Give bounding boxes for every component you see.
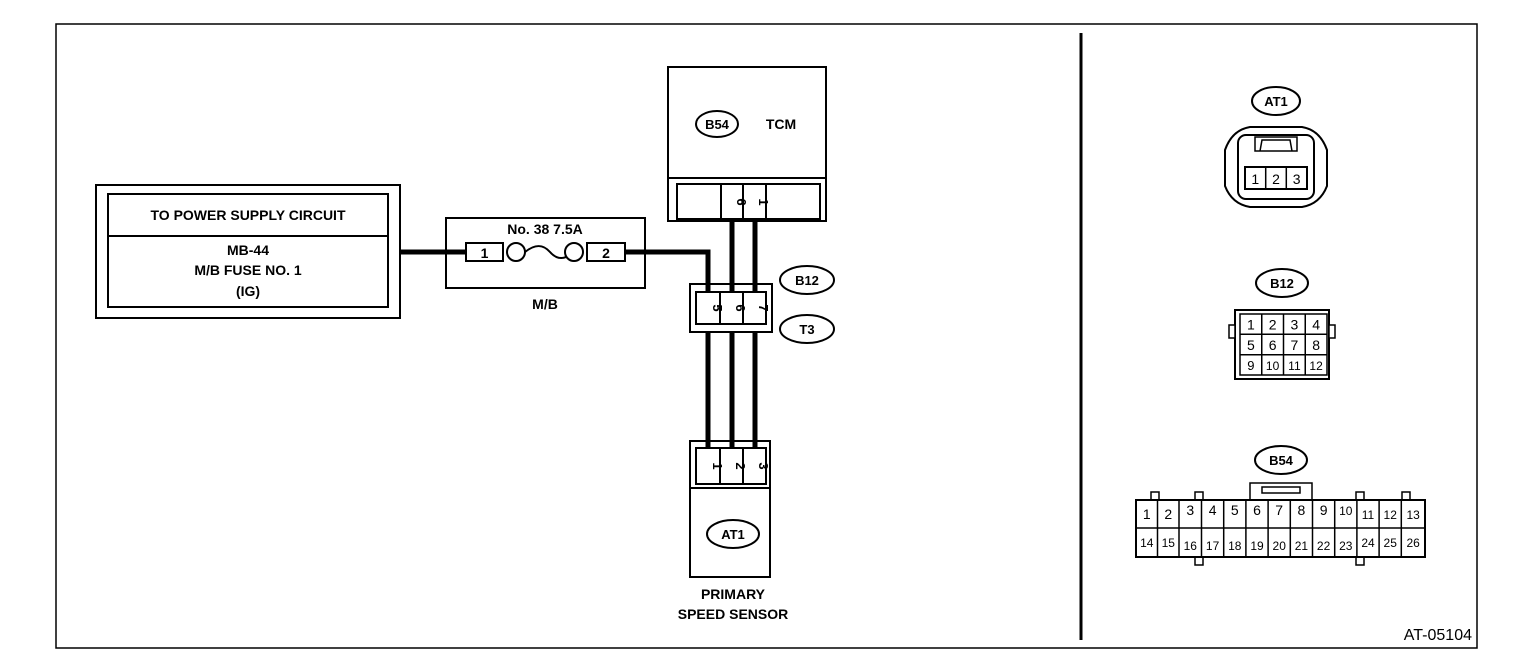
- at1-view-pin-1: 1: [1251, 171, 1259, 187]
- power-supply-box: TO POWER SUPPLY CIRCUIT MB-44 M/B FUSE N…: [95, 184, 401, 319]
- power-supply-title: TO POWER SUPPLY CIRCUIT: [151, 207, 346, 223]
- sensor-label-line2: SPEED SENSOR: [678, 606, 788, 622]
- b12-view-pin-12: 12: [1309, 359, 1323, 373]
- b54-view-pin-10: 10: [1339, 504, 1353, 518]
- b54-view-pin-4: 4: [1209, 502, 1217, 518]
- power-supply-line2: M/B FUSE NO. 1: [194, 262, 302, 278]
- tcm-pin-1: 1: [756, 198, 771, 205]
- tcm-pin-6: 6: [734, 198, 749, 205]
- b54-view-pin-16: 16: [1184, 539, 1198, 553]
- joint-connector-top-label: B12: [795, 273, 819, 288]
- fuse-title: No. 38 7.5A: [507, 221, 582, 237]
- b12-view-pin-2: 2: [1269, 317, 1277, 333]
- b12-view-pin-9: 9: [1247, 358, 1254, 373]
- b54-view-pin-25: 25: [1384, 536, 1398, 550]
- b12-view-label: B12: [1270, 276, 1294, 291]
- connector-b12-view: B12 1 2 3 4 5 6 7 8 9 10 11 12: [1228, 268, 1336, 380]
- joint-pin-5: 5: [710, 304, 725, 311]
- b54-view-pin-18: 18: [1228, 539, 1242, 553]
- b54-view-pin-23: 23: [1339, 539, 1353, 553]
- figure-id: AT-05104: [1404, 627, 1472, 644]
- b54-view-label: B54: [1269, 453, 1294, 468]
- sensor-pin-2: 2: [733, 462, 748, 469]
- power-supply-line1: MB-44: [227, 242, 269, 258]
- joint-connector-bottom-label: T3: [799, 322, 814, 337]
- b12-view-pin-5: 5: [1247, 337, 1255, 353]
- sensor-connector-label: AT1: [721, 527, 745, 542]
- at1-view-pin-3: 3: [1293, 171, 1301, 187]
- fuse-box-label: M/B: [532, 296, 558, 312]
- b54-view-pin-7: 7: [1275, 502, 1283, 518]
- b54-view-pin-1: 1: [1143, 506, 1151, 522]
- sensor-pin-1: 1: [710, 462, 725, 469]
- connector-b54-view: B54 1 2 3 4 5 6 7 8 9 10: [1135, 445, 1426, 566]
- b12-view-pin-8: 8: [1312, 337, 1320, 353]
- b54-view-pin-12: 12: [1384, 508, 1398, 522]
- fuse-box: No. 38 7.5A 1 2: [445, 217, 646, 289]
- b54-view-pin-21: 21: [1295, 539, 1309, 553]
- b12-view-pin-11: 11: [1288, 359, 1301, 373]
- tcm-label: TCM: [766, 116, 796, 132]
- b12-view-pin-3: 3: [1291, 317, 1299, 333]
- b12-view-pin-10: 10: [1266, 359, 1280, 373]
- b54-view-pin-14: 14: [1140, 536, 1154, 550]
- b54-view-pin-9: 9: [1320, 502, 1328, 518]
- sensor-label-line1: PRIMARY: [701, 586, 766, 602]
- b54-view-pin-26: 26: [1406, 536, 1420, 550]
- b54-view-pin-6: 6: [1253, 502, 1261, 518]
- b54-view-pin-24: 24: [1361, 536, 1375, 550]
- b54-view-pin-17: 17: [1206, 539, 1220, 553]
- b54-view-pin-19: 19: [1250, 539, 1264, 553]
- tcm-connector-label: B54: [705, 117, 730, 132]
- t3-oval: [779, 314, 835, 344]
- fuse-pin-right: 2: [602, 245, 610, 261]
- joint-pin-7: 7: [756, 304, 771, 311]
- b54-view-pin-15: 15: [1162, 536, 1176, 550]
- b12-view-pin-4: 4: [1312, 317, 1320, 333]
- fuse-pin-left: 1: [481, 245, 489, 261]
- tcm-box: B54 TCM 6 1: [667, 66, 827, 222]
- b54-view-pin-20: 20: [1273, 539, 1287, 553]
- b54-view-pin-11: 11: [1362, 508, 1375, 522]
- connector-at1-view: AT1 1 2 3: [1224, 86, 1328, 208]
- diagram-frame: [55, 23, 1478, 649]
- b54-view-pin-5: 5: [1231, 502, 1239, 518]
- b12-oval: [779, 265, 835, 295]
- joint-pin-6: 6: [733, 304, 748, 311]
- at1-view-label: AT1: [1264, 94, 1288, 109]
- power-supply-line3: (IG): [236, 283, 260, 299]
- at1-view-pin-2: 2: [1272, 171, 1280, 187]
- b12-view-pin-1: 1: [1247, 317, 1255, 333]
- b54-view-pin-13: 13: [1406, 508, 1420, 522]
- primary-speed-sensor: AT1 1 2 3: [689, 440, 771, 578]
- b12-view-pin-7: 7: [1291, 337, 1299, 353]
- b54-view-pin-8: 8: [1298, 502, 1306, 518]
- b54-view-pin-2: 2: [1164, 506, 1172, 522]
- wires: [400, 221, 758, 448]
- sensor-pin-3: 3: [756, 462, 771, 469]
- b54-view-pin-22: 22: [1317, 539, 1331, 553]
- joint-connector: 5 6 7: [689, 283, 773, 333]
- b12-view-pin-6: 6: [1269, 337, 1277, 353]
- b54-view-pin-3: 3: [1186, 502, 1194, 518]
